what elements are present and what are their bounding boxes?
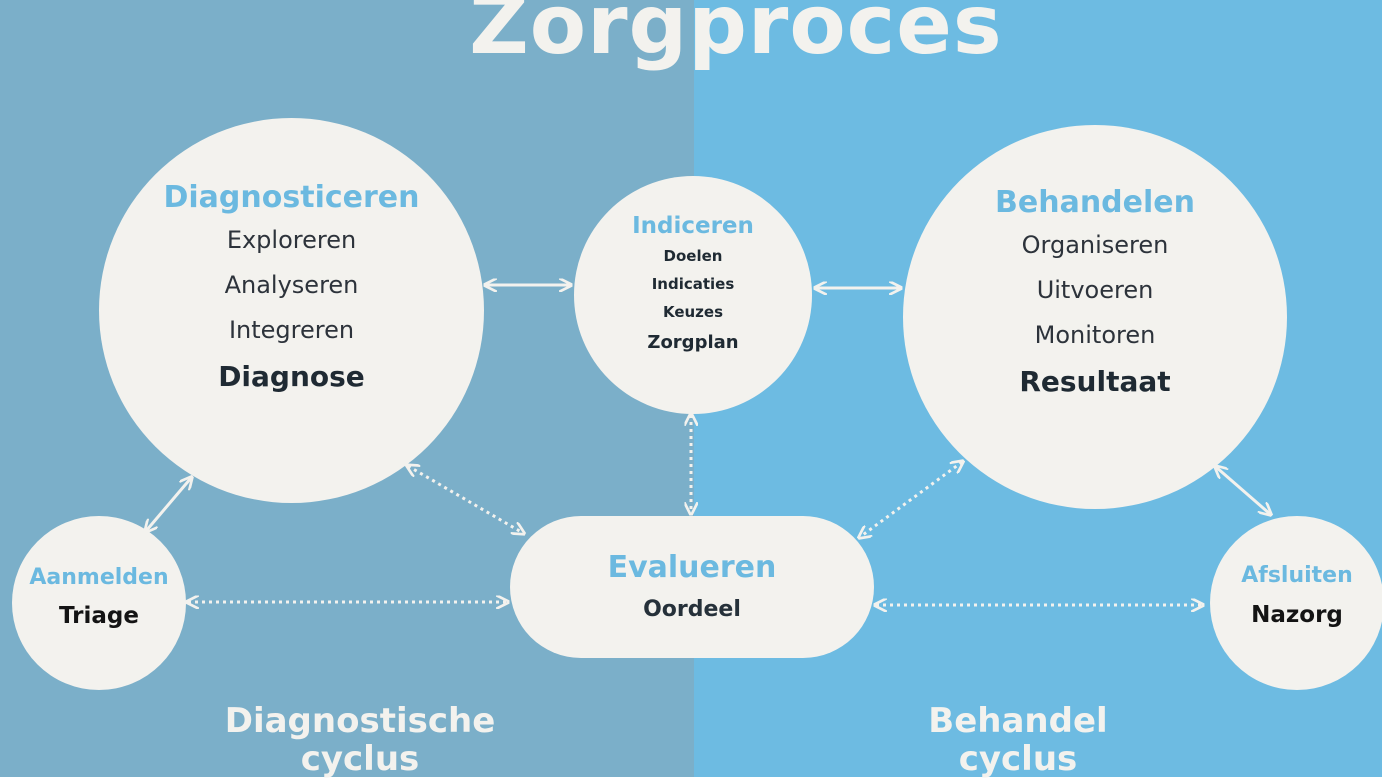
indiceren-item: Doelen bbox=[663, 247, 723, 265]
diagnostic-cycle-line: Diagnostische bbox=[224, 701, 496, 741]
diagram-title: Zorgproces bbox=[469, 0, 1003, 73]
evalueren-node: Evalueren Oordeel bbox=[510, 516, 874, 658]
dotted-arrow-diagnose-evalueren bbox=[408, 466, 523, 533]
treatment-cycle-line: Behandel bbox=[928, 701, 1108, 741]
diagnosticeren-node: Diagnosticeren Exploreren Analyseren Int… bbox=[99, 118, 484, 503]
indiceren-heading: Indiceren bbox=[632, 213, 754, 239]
behandelen-item: Monitoren bbox=[1034, 321, 1156, 349]
behandelen-heading: Behandelen bbox=[995, 185, 1195, 220]
diagnostic-cycle-label: Diagnostische cyclus bbox=[190, 702, 530, 778]
aanmelden-node: Aanmelden Triage bbox=[12, 516, 186, 690]
behandelen-item: Uitvoeren bbox=[1036, 276, 1154, 304]
resultaat-result: Resultaat bbox=[1019, 365, 1171, 398]
diagnosticeren-item: Analyseren bbox=[224, 271, 359, 299]
diagnosticeren-heading: Diagnosticeren bbox=[163, 180, 420, 215]
diagnose-result: Diagnose bbox=[218, 360, 365, 393]
arrow-aanmelden-diagnose bbox=[146, 478, 191, 531]
diagnosticeren-item: Exploreren bbox=[226, 226, 357, 254]
afsluiten-heading: Afsluiten bbox=[1241, 563, 1353, 588]
oordeel-result: Oordeel bbox=[643, 597, 741, 622]
behandelen-item: Organiseren bbox=[1021, 231, 1169, 259]
treatment-cycle-label: Behandel cyclus bbox=[868, 702, 1168, 778]
treatment-cycle-line: cyclus bbox=[958, 739, 1078, 779]
evalueren-heading: Evalueren bbox=[607, 550, 777, 585]
afsluiten-node: Afsluiten Nazorg bbox=[1210, 516, 1382, 690]
diagnostic-cycle-line: cyclus bbox=[300, 739, 420, 779]
aanmelden-heading: Aanmelden bbox=[29, 565, 169, 590]
behandelen-node: Behandelen Organiseren Uitvoeren Monitor… bbox=[903, 125, 1287, 509]
diagnosticeren-item: Integreren bbox=[228, 316, 355, 344]
dotted-arrow-behandelen-evalueren bbox=[860, 462, 962, 537]
indiceren-item: Keuzes bbox=[662, 303, 724, 321]
nazorg-result: Nazorg bbox=[1251, 602, 1343, 628]
zorgplan-result: Zorgplan bbox=[647, 332, 739, 353]
indiceren-node: Indiceren Doelen Indicaties Keuzes Zorgp… bbox=[574, 176, 812, 414]
indiceren-item: Indicaties bbox=[651, 275, 735, 293]
arrow-behandelen-afsluiten bbox=[1216, 467, 1270, 514]
triage-result: Triage bbox=[59, 603, 139, 629]
